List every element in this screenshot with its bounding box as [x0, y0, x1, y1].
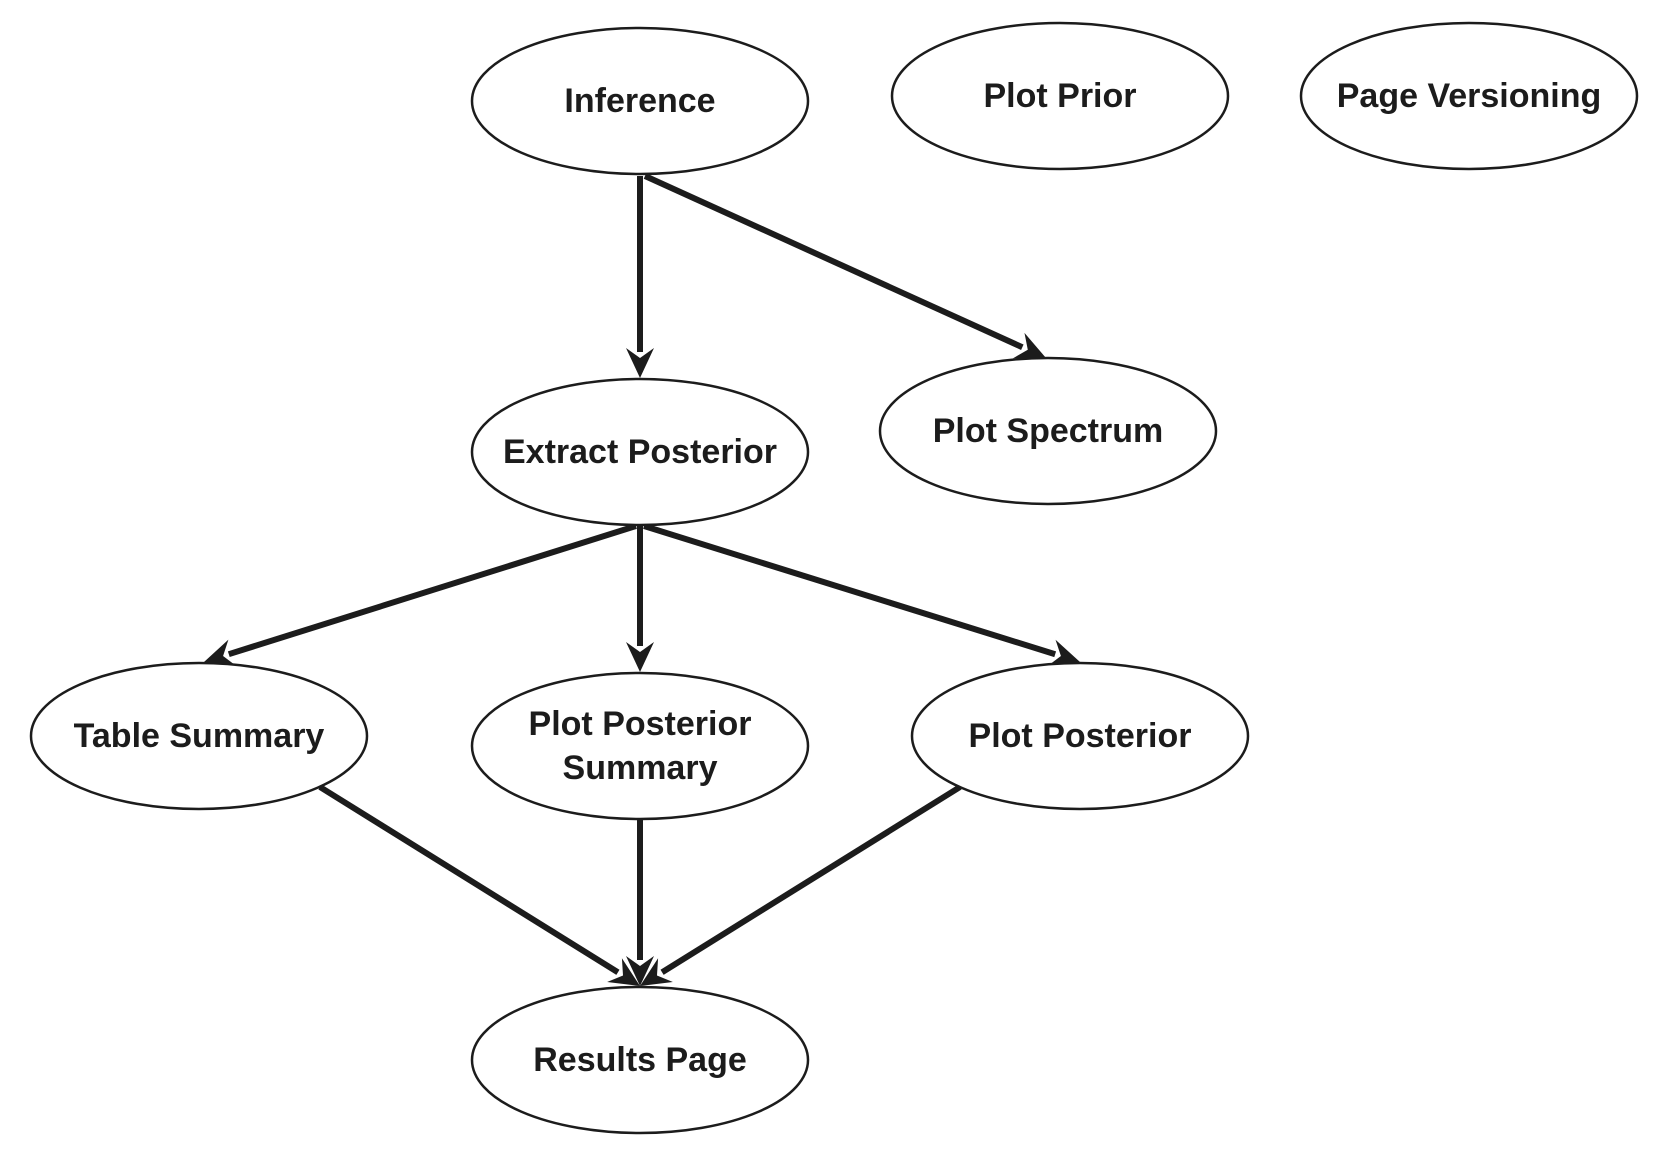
arrowhead-icon	[204, 639, 237, 667]
node-label: Page Versioning	[1337, 77, 1602, 115]
edge-line	[227, 523, 637, 658]
edge-table_summary-to-results_page	[318, 784, 640, 986]
node-ellipse	[910, 661, 1250, 811]
edge-line	[643, 523, 1057, 658]
arrowhead-icon	[640, 958, 673, 986]
node-ellipse	[29, 661, 369, 811]
nodes-layer: Inference Plot Prior Page VersioningExtrac…	[29, 21, 1639, 1135]
node-label: Table Summary	[74, 717, 325, 755]
node-ellipse	[470, 985, 810, 1135]
node-label: Inference	[564, 82, 715, 120]
node-results-page: Results Page	[470, 985, 810, 1135]
node-table-summary: Table Summary	[29, 661, 369, 811]
edge-extract_posterior-to-plot_posterior	[643, 523, 1080, 667]
node-ellipse	[890, 21, 1230, 171]
node-plot-spectrum: Plot Spectrum	[878, 356, 1218, 506]
edge-inference-to-plot_spectrum	[643, 173, 1046, 359]
node-plot-posterior: Plot Posterior	[910, 661, 1250, 811]
node-label: Summary	[563, 749, 718, 787]
node-extract-posterior: Extract Posterior	[470, 377, 810, 527]
node-label: Results Page	[533, 1041, 747, 1079]
arrowhead-icon	[626, 642, 654, 672]
node-ellipse	[470, 671, 810, 821]
edge-plot_posterior_summary-to-results_page	[626, 820, 654, 986]
edge-line	[643, 173, 1024, 350]
edge-extract_posterior-to-table_summary	[204, 523, 637, 667]
arrowhead-icon	[626, 348, 654, 378]
edge-line	[660, 784, 962, 975]
arrowhead-icon	[1047, 639, 1080, 667]
arrowhead-icon	[607, 958, 640, 986]
node-inference: Inference	[470, 26, 810, 176]
edges-layer	[204, 173, 1080, 986]
node-label: Plot Spectrum	[933, 412, 1163, 450]
node-page-versioning: Page Versioning	[1299, 21, 1639, 171]
node-label: Extract Posterior	[503, 433, 777, 471]
node-label: Plot Prior	[983, 77, 1136, 115]
node-label: Plot Posterior	[529, 705, 752, 743]
node-ellipse	[1299, 21, 1639, 171]
edge-line	[318, 784, 620, 975]
edge-plot_posterior-to-results_page	[640, 784, 962, 986]
node-ellipse	[470, 26, 810, 176]
arrowhead-icon	[626, 956, 654, 986]
edge-extract_posterior-to-plot_posterior_summary	[626, 526, 654, 672]
node-label: Plot Posterior	[969, 717, 1192, 755]
edge-inference-to-extract_posterior	[626, 176, 654, 378]
node-ellipse	[470, 377, 810, 527]
node-plot-prior: Plot Prior	[890, 21, 1230, 171]
arrowhead-icon	[1012, 332, 1046, 359]
node-ellipse	[878, 356, 1218, 506]
